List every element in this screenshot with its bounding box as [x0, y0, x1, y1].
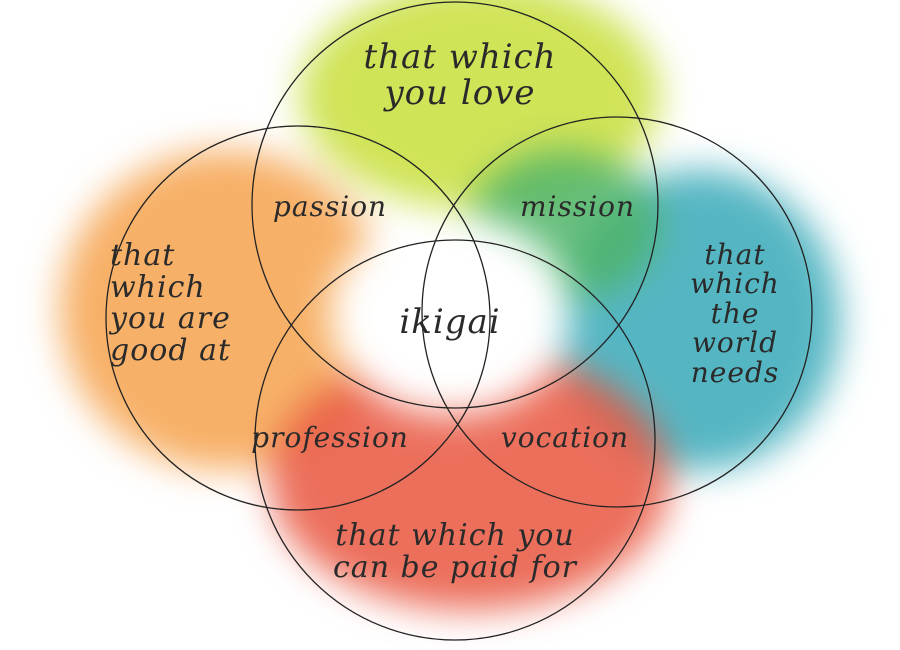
- world-needs-circle: [421, 116, 813, 508]
- love-label: that which you love: [363, 37, 557, 113]
- passion-label: passion: [272, 190, 388, 223]
- love-circle: [251, 1, 659, 409]
- paid-for-circle: [254, 239, 656, 641]
- ikigai-label: ikigai: [399, 302, 501, 342]
- paid-for-label: that which you can be paid for: [333, 518, 577, 585]
- good-at-circle: [105, 125, 491, 511]
- good-at-label: that which you are good at: [110, 238, 232, 368]
- world-needs-label: that which the world needs: [690, 238, 780, 389]
- profession-label: profession: [251, 421, 409, 454]
- mission-label: mission: [519, 190, 636, 223]
- vocation-label: vocation: [500, 421, 630, 454]
- center-white: [330, 215, 570, 415]
